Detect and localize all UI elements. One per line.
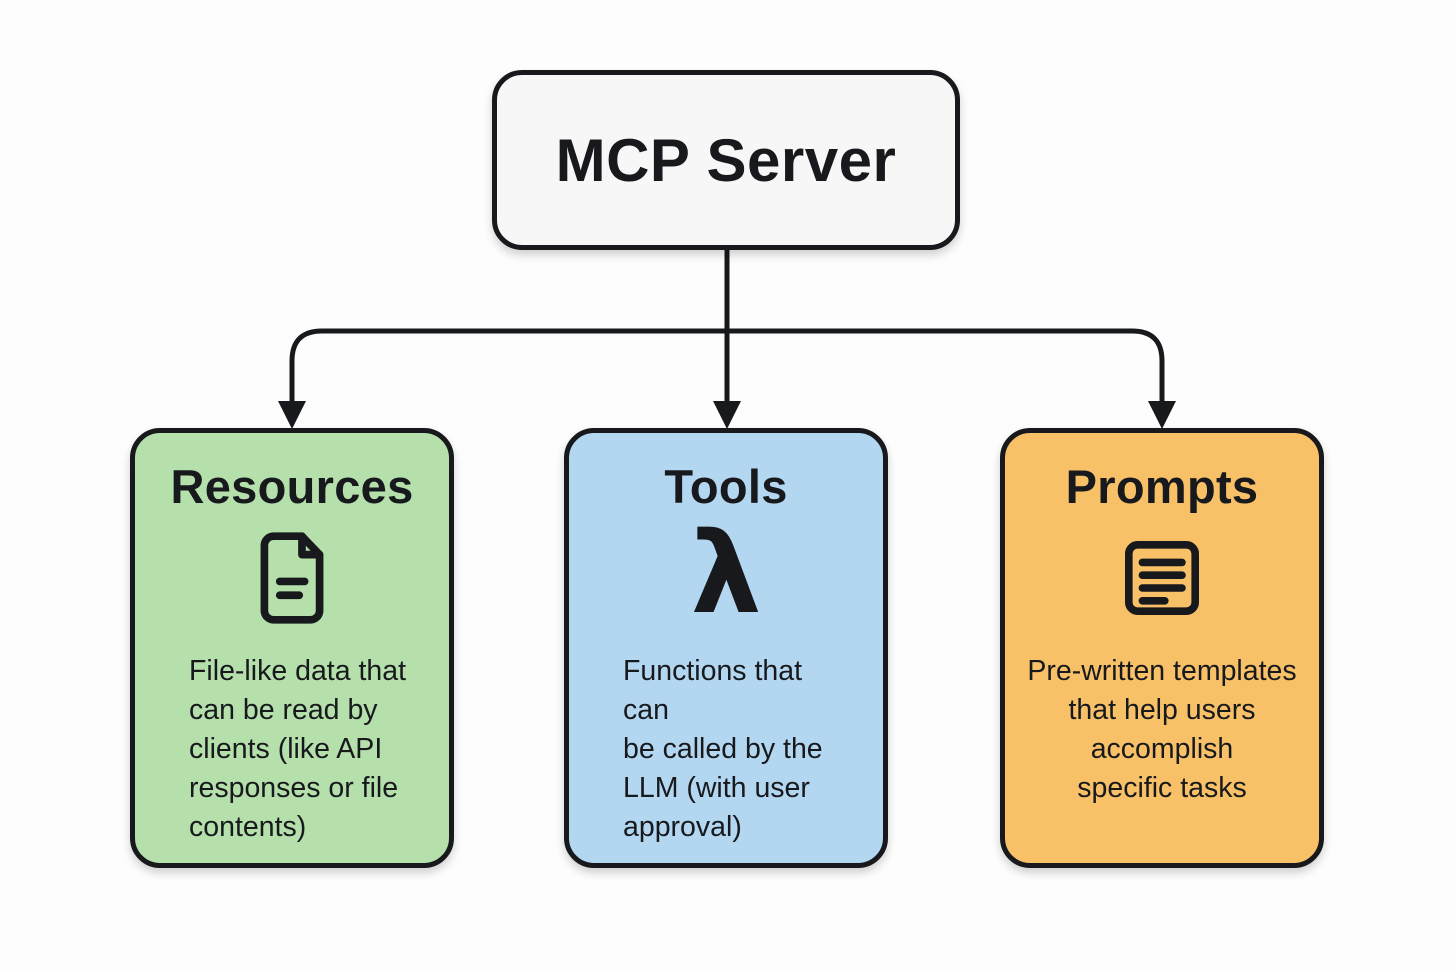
text-lines-icon [1114,522,1210,634]
arrowhead-down-icon [278,401,306,429]
tools-title: Tools [664,460,788,513]
arrowhead-down-icon [713,401,741,429]
mcp-server-title: MCP Server [555,126,897,194]
tools-description: Functions that can be called by the LLM … [623,655,823,843]
resources-description: File-like data that can be read by clien… [189,655,407,843]
prompts-title: Prompts [1065,460,1259,513]
resources-node: Resources File-like data that can be rea… [130,428,454,868]
mcp-server-node: MCP Server [492,70,960,250]
lambda-icon: λ [691,518,762,634]
tools-node: Tools λ Functions that can be called by … [564,428,888,868]
file-document-icon [246,522,338,634]
connector-rail [289,328,1165,403]
prompts-description: Pre-written templates that help users ac… [1027,655,1297,804]
lambda-glyph: λ [690,509,762,639]
arrowhead-down-icon [1148,401,1176,429]
prompts-node: Prompts Pre-written templates that help … [1000,428,1324,868]
resources-title: Resources [170,460,414,513]
